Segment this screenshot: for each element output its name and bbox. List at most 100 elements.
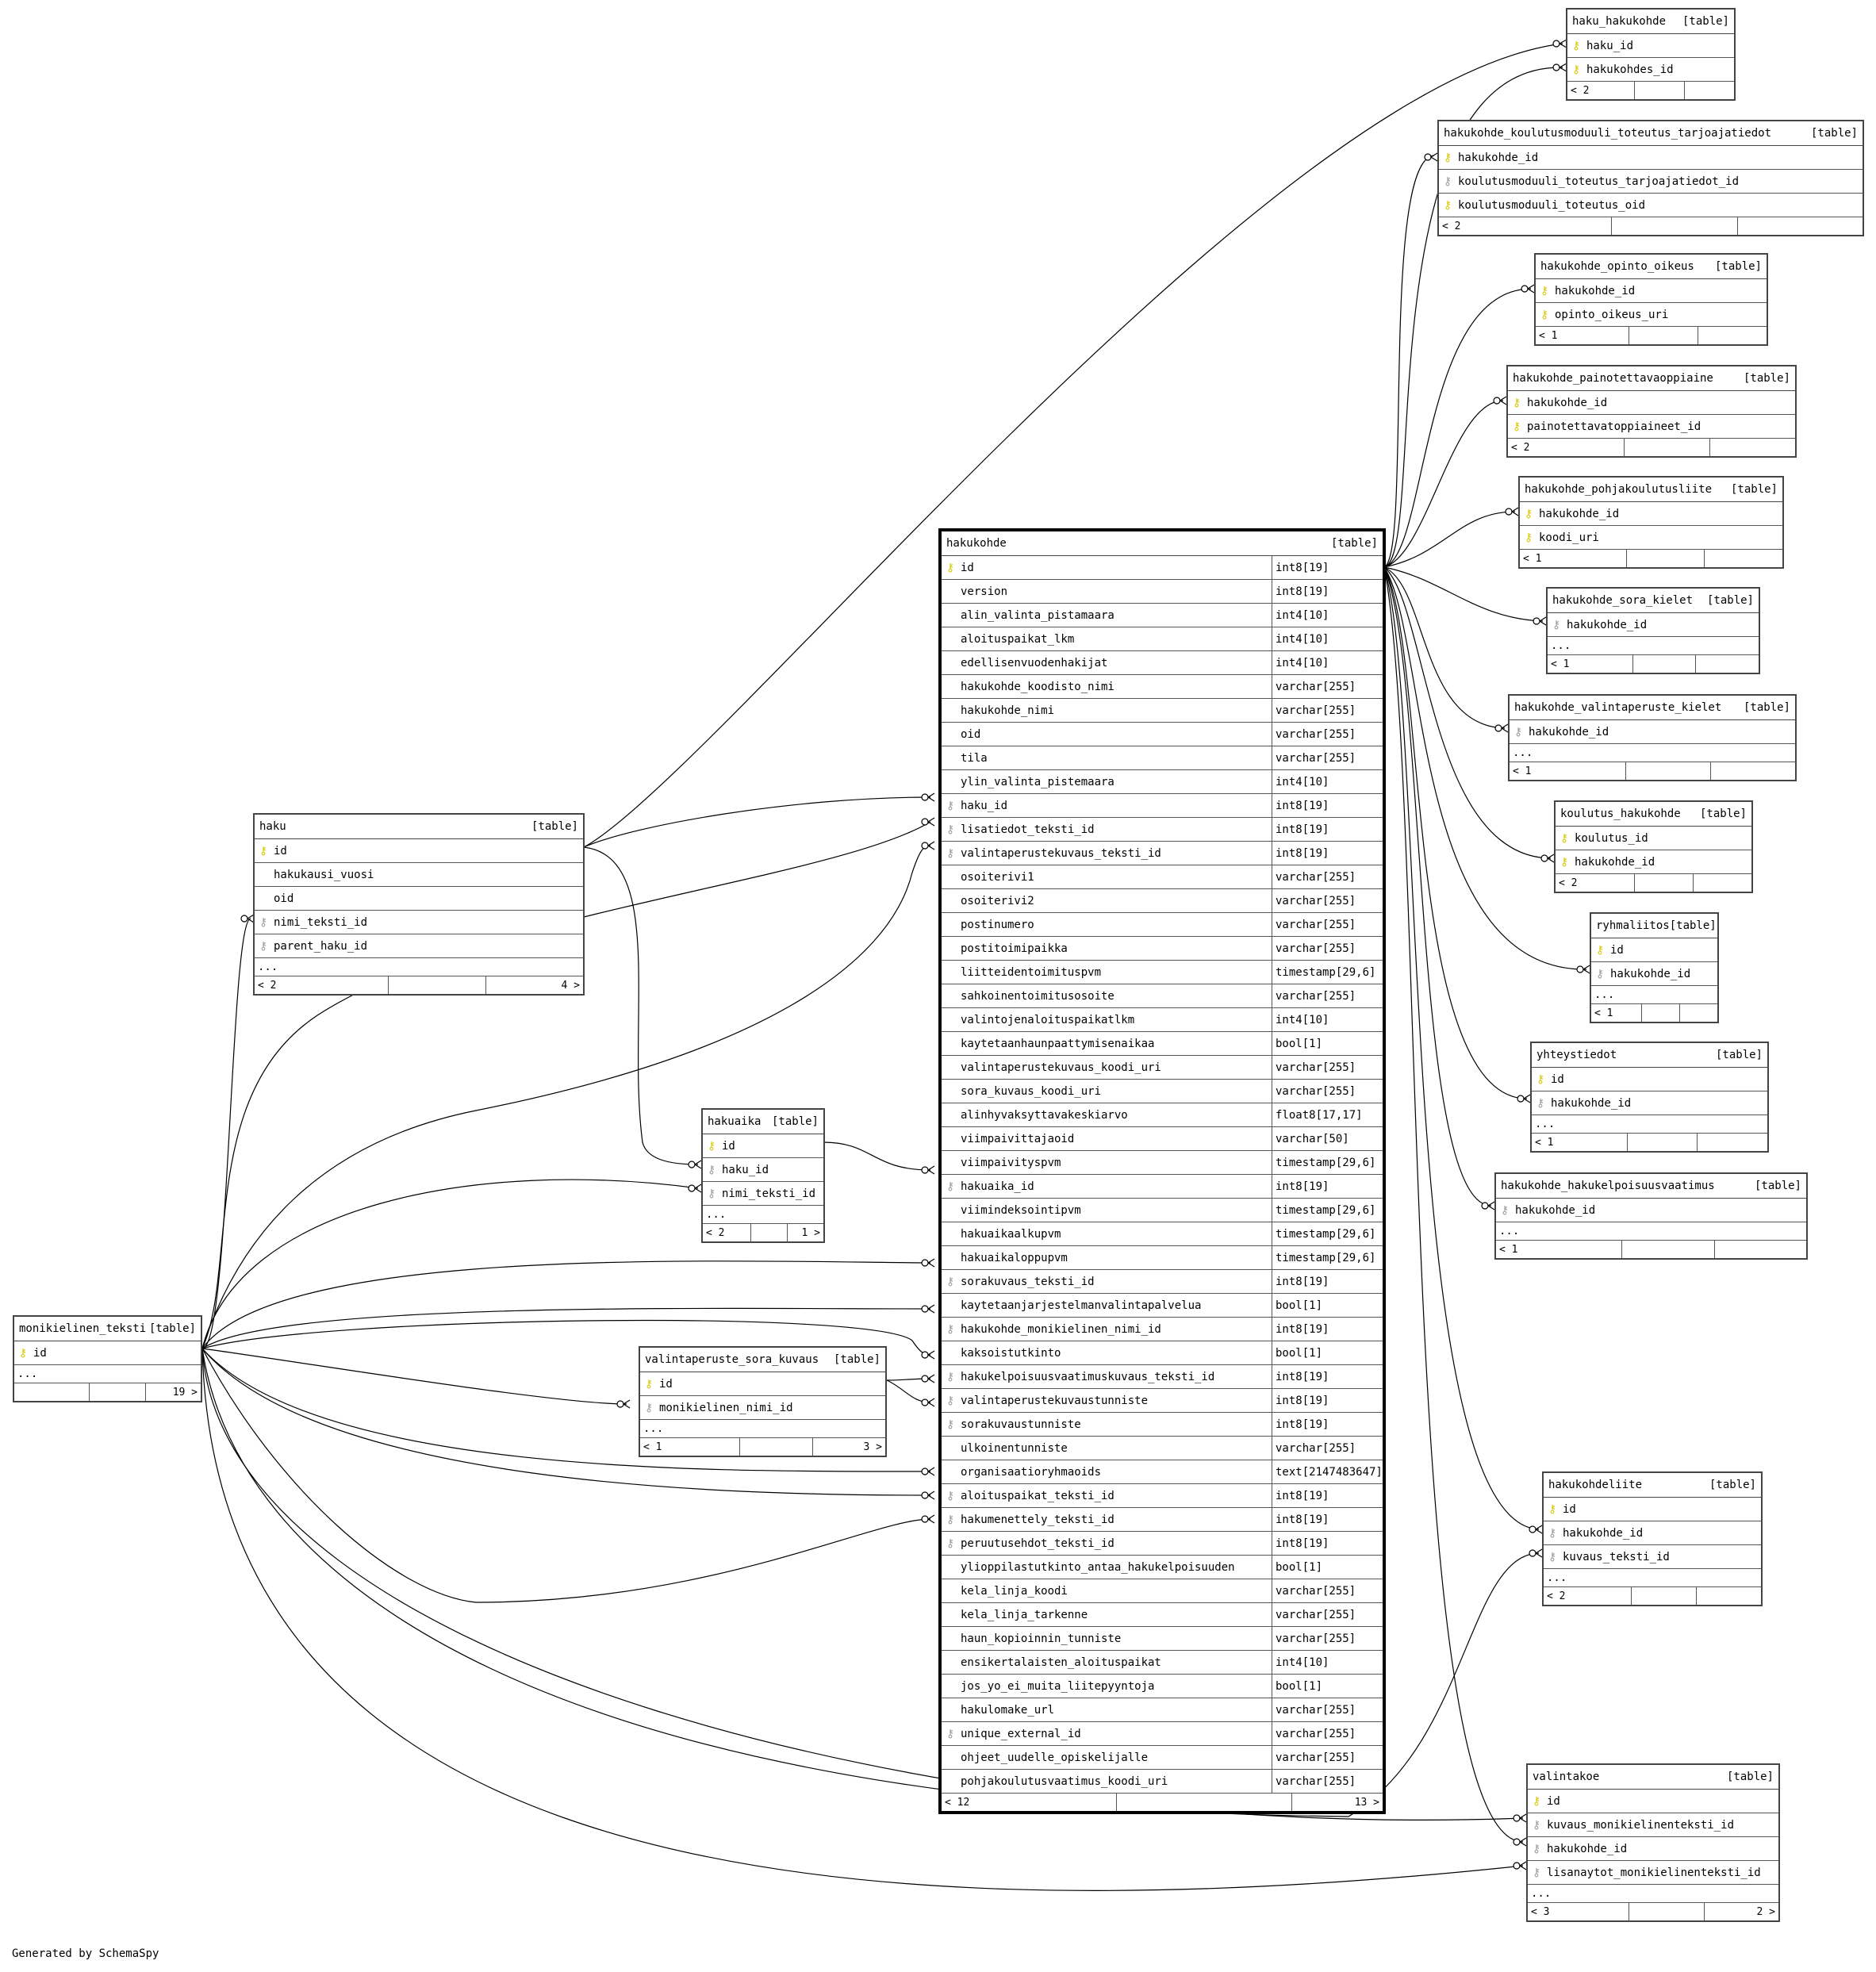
children-count[interactable] [1680,1004,1717,1022]
children-count[interactable]: 2 > [1756,1905,1775,1918]
children-count[interactable]: 13 > [1354,1796,1379,1809]
parents-count[interactable]: < 2 [1571,84,1590,97]
parents-count[interactable]: < 2 [1442,220,1461,232]
table-koulutus_hakukohde[interactable]: koulutus_hakukohde[table] ⚷koulutus_id⚷h… [1554,800,1753,893]
children-count[interactable]: 4 > [561,979,581,992]
children-count[interactable]: 3 > [863,1441,882,1453]
parents-count[interactable]: < 3 [1531,1905,1550,1918]
more-columns-indicator[interactable]: ... [703,1206,823,1224]
column-row[interactable]: ⚷hakukohde_id [1510,720,1795,744]
column-row[interactable]: ⚷hakukohde_id [1439,146,1863,170]
column-row[interactable]: ⚷kuvaus_teksti_id [1544,1545,1761,1569]
column-row[interactable]: ylioppilastutkinto_antaa_hakukelpoisuude… [942,1556,1383,1579]
column-row[interactable]: ⚷lisanaytot_monikielinenteksti_id [1528,1861,1778,1885]
more-columns-indicator[interactable]: ... [1544,1569,1761,1587]
children-count[interactable] [1697,1587,1761,1605]
children-count[interactable] [1711,762,1795,780]
children-count[interactable] [1705,550,1782,567]
parents-count[interactable]: < 12 [945,1796,970,1809]
parents-count[interactable]: < 1 [1539,329,1558,342]
column-row[interactable]: ⚷painotettavatoppiaineet_id [1508,415,1795,439]
parents-count[interactable]: < 2 [1559,877,1578,889]
column-row[interactable]: ⚷koulutusmoduuli_toteutus_tarjoajatiedot… [1439,170,1863,194]
parents-count[interactable]: < 1 [1535,1136,1554,1149]
column-row[interactable]: ⚷hakukohde_id [1536,279,1767,303]
more-columns-indicator[interactable]: ... [1591,986,1717,1004]
column-row[interactable]: ⚷id [14,1341,201,1365]
column-row[interactable]: ⚷hakukohde_id [1496,1199,1806,1222]
children-count[interactable] [1694,874,1751,892]
column-row[interactable]: ⚷hakukohde_id [1508,391,1795,415]
column-row[interactable]: ⚷haku_id [703,1158,823,1182]
parents-count[interactable]: < 1 [1513,765,1532,777]
parents-count[interactable]: < 2 [706,1226,725,1239]
more-columns-indicator[interactable]: ... [255,958,583,976]
column-row[interactable]: ⚷kuvaus_monikielinenteksti_id [1528,1813,1778,1837]
column-row[interactable]: ⚷id [1528,1790,1778,1813]
table-yhteystiedot[interactable]: yhteystiedot[table] ⚷id⚷hakukohde_id... … [1530,1042,1769,1153]
column-row[interactable]: ⚷id [1544,1498,1761,1521]
children-count[interactable]: 1 > [801,1226,820,1239]
column-row[interactable]: ⚷nimi_teksti_id [255,911,583,934]
column-row[interactable]: ⚷hakukohde_id [1544,1521,1761,1545]
column-row[interactable]: ⚷haku_id [1567,34,1734,58]
table-hakukohde_valintaperuste_kielet[interactable]: hakukohde_valintaperuste_kielet[table] ⚷… [1508,694,1797,781]
more-columns-indicator[interactable]: ... [1510,744,1795,762]
table-ryhmaliitos[interactable]: ryhmaliitos[table] ⚷id⚷hakukohde_id... <… [1590,912,1719,1023]
column-row[interactable]: ⚷nimi_teksti_id [703,1182,823,1206]
column-row[interactable]: ⚷koodi_uri [1520,526,1782,550]
table-hakukohde_painotettavaoppiaine[interactable]: hakukohde_painotettavaoppiaine[table] ⚷h… [1506,365,1797,458]
column-row[interactable]: oid [255,887,583,911]
children-count[interactable] [1715,1241,1806,1258]
parents-count[interactable]: < 1 [1594,1007,1613,1019]
column-row[interactable]: ⚷hakukohde_id [1528,1837,1778,1861]
table-hakukohde_koulutusmoduuli_toteutus_tarjoajatiedot[interactable]: hakukohde_koulutusmoduuli_toteutus_tarjo… [1437,120,1864,236]
table-hakukohdeliite[interactable]: hakukohdeliite[table] ⚷id⚷hakukohde_id⚷k… [1542,1471,1763,1606]
children-count[interactable] [1685,82,1734,99]
parents-count[interactable]: < 1 [1523,552,1542,565]
more-columns-indicator[interactable]: ... [14,1365,201,1383]
column-row[interactable]: ⚷hakukohde_id [1532,1092,1767,1115]
table-haku_hakukohde[interactable]: haku_hakukohde[table] ⚷haku_id⚷hakukohde… [1566,8,1736,101]
table-hakuaika[interactable]: hakuaika[table] ⚷id⚷haku_id⚷nimi_teksti_… [701,1108,825,1243]
children-count[interactable] [1696,655,1759,673]
children-count[interactable] [1738,217,1863,235]
column-row[interactable]: ⚷id [1591,938,1717,962]
column-row[interactable]: ⚷id [255,839,583,863]
column-row[interactable]: ⚷hakukohde_id [1591,962,1717,986]
parents-count[interactable]: < 2 [258,979,277,992]
column-row[interactable]: ⚷hakukohde_id [1520,502,1782,526]
